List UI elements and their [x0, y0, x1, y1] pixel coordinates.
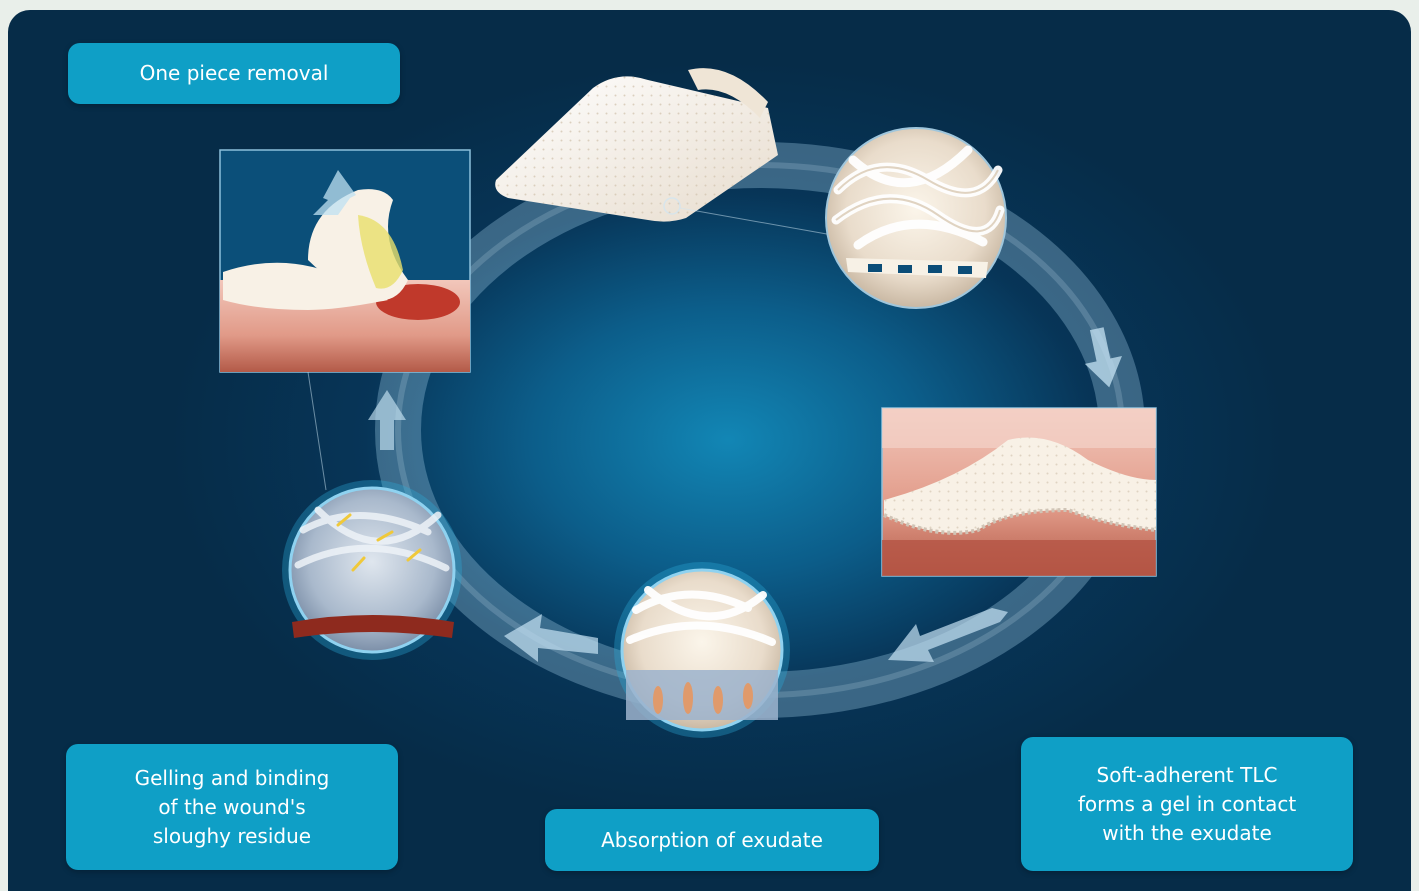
label-text: One piece removal: [140, 59, 329, 88]
label-line: of the wound's: [158, 793, 305, 822]
label-text: Absorption of exudate: [601, 826, 823, 855]
label-line: with the exudate: [1102, 819, 1272, 848]
label-absorption: Absorption of exudate: [545, 809, 879, 871]
skin-contact-image: [882, 408, 1156, 576]
gelling-image: [282, 480, 462, 660]
fiber-structure-image: [826, 128, 1006, 308]
label-line: forms a gel in contact: [1078, 790, 1296, 819]
label-line: Soft-adherent TLC: [1097, 761, 1278, 790]
label-gelling-binding: Gelling and binding of the wound's sloug…: [66, 744, 398, 870]
removal-image: [220, 150, 470, 490]
label-line: Gelling and binding: [135, 764, 330, 793]
label-line: sloughy residue: [153, 822, 311, 851]
label-one-piece-removal: One piece removal: [68, 43, 400, 104]
absorption-image: [614, 562, 790, 738]
label-soft-adherent: Soft-adherent TLC forms a gel in contact…: [1021, 737, 1353, 871]
diagram-canvas: One piece removal Gelling and binding of…: [8, 10, 1411, 891]
